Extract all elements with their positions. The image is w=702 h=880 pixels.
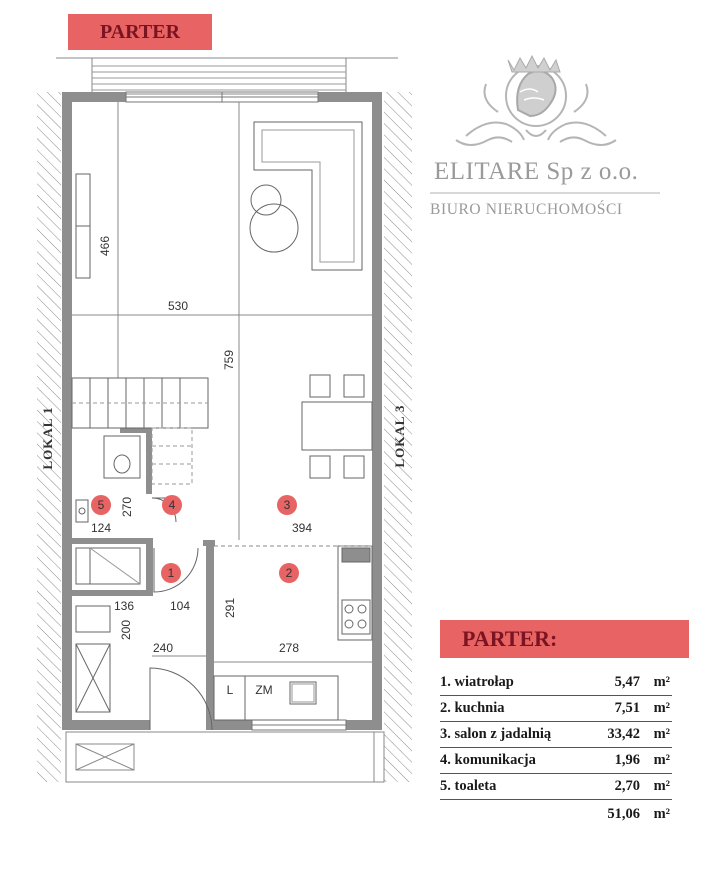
- room-marker-label-1: 1: [168, 566, 175, 580]
- room-marker-2: [279, 563, 299, 583]
- terrace-top: [91, 57, 347, 95]
- wardrobe-left: [75, 173, 91, 279]
- dim-200: 200: [119, 620, 133, 640]
- window-bottom: [251, 719, 347, 731]
- door-entrance: [149, 667, 213, 731]
- legend-title: PARTER:: [440, 620, 689, 658]
- dim-136: 136: [114, 599, 134, 613]
- lion-logo: [455, 54, 617, 146]
- legend-title-label: PARTER:: [462, 626, 558, 651]
- dim-466: 466: [98, 236, 112, 256]
- coffee-table-small: [250, 184, 282, 216]
- neighbor-label-right: LOKAL 3: [392, 405, 407, 468]
- neighbor-label-left: LOKAL 1: [40, 407, 55, 470]
- dim-124: 124: [91, 521, 111, 535]
- page-banner-label: PARTER: [99, 20, 181, 43]
- legend-room-name: 5. toaleta: [440, 778, 497, 794]
- kitchen-unit: [213, 545, 373, 721]
- legend-room-area: 1,96: [614, 752, 640, 768]
- legend-row: 2. kuchnia 7,51 m²: [440, 696, 672, 722]
- coffee-table-large: [249, 203, 299, 253]
- legend-room-area: 33,42: [607, 726, 640, 742]
- neighbor-wall-left: [37, 92, 61, 782]
- legend-room-unit: m²: [653, 700, 670, 716]
- staircase: [71, 377, 209, 485]
- dim-278: 278: [279, 641, 299, 655]
- legend-room-name: 3. salon z jadalnią: [440, 726, 552, 742]
- fixture-l-label: L: [227, 683, 234, 697]
- legend-total-unit: m²: [653, 806, 670, 822]
- legend-room-area: 7,51: [614, 700, 640, 716]
- dim-759: 759: [222, 350, 236, 370]
- dining-set: [301, 374, 373, 479]
- legend-room-unit: m²: [653, 778, 670, 794]
- legend-row: 1. wiatrołap 5,47 m²: [440, 670, 672, 696]
- dim-291: 291: [223, 598, 237, 618]
- door-vestibule: [153, 547, 199, 593]
- legend-room-unit: m²: [653, 726, 670, 742]
- dim-394: 394: [292, 521, 312, 535]
- room-marker-label-5: 5: [98, 498, 105, 512]
- dim-240: 240: [153, 641, 173, 655]
- legend-room-name: 1. wiatrołap: [440, 674, 514, 690]
- brand-name: ELITARE Sp z o.o.: [434, 158, 639, 185]
- entrance-cabinet: [75, 605, 111, 713]
- room-marker-1: [161, 563, 181, 583]
- page-banner: PARTER: [68, 14, 212, 50]
- room-marker-5: [91, 495, 111, 515]
- brand-subtitle: BIURO NIERUCHOMOŚCI: [430, 201, 623, 218]
- dim-270: 270: [120, 497, 134, 517]
- interior-walls: [72, 428, 215, 730]
- legend-room-area: 5,47: [614, 674, 640, 690]
- room-marker-label-3: 3: [284, 498, 291, 512]
- legend-row: 4. komunikacja 1,96 m²: [440, 748, 672, 774]
- legend-row: 5. toaleta 2,70 m²: [440, 774, 672, 800]
- fixture-zm-label: ZM: [255, 683, 272, 697]
- room-marker-3: [277, 495, 297, 515]
- sofa: [253, 121, 363, 271]
- legend-room-unit: m²: [653, 674, 670, 690]
- dim-530: 530: [168, 299, 188, 313]
- window-top: [125, 91, 319, 103]
- exterior-walls: [62, 92, 382, 730]
- legend-room-name: 4. komunikacja: [440, 752, 536, 768]
- hall-wardrobe: [75, 547, 141, 585]
- room-marker-label-4: 4: [169, 498, 176, 512]
- neighbor-wall-right: [384, 92, 412, 782]
- legend-room-unit: m²: [653, 752, 670, 768]
- legend-room-name: 2. kuchnia: [440, 700, 505, 716]
- legend-row: 3. salon z jadalnią 33,42 m²: [440, 722, 672, 748]
- legend-total-area: 51,06: [607, 806, 640, 822]
- room-marker-label-2: 2: [286, 566, 293, 580]
- dim-104: 104: [170, 599, 190, 613]
- legend-total-row: 51,06 m²: [440, 800, 672, 826]
- legend-room-area: 2,70: [614, 778, 640, 794]
- terrace-bottom: [65, 731, 385, 783]
- room-marker-4: [162, 495, 182, 515]
